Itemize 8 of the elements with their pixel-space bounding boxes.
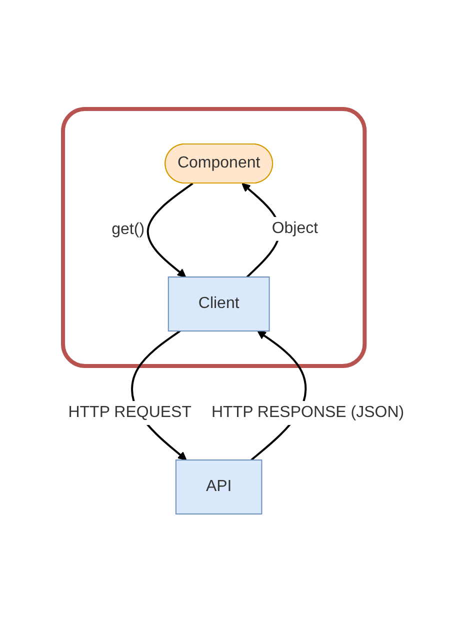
edge-label: HTTP REQUEST bbox=[68, 404, 192, 421]
cluster bbox=[61, 107, 368, 368]
node-box: API bbox=[176, 459, 263, 514]
edge-label: HTTP RESPONSE (JSON) bbox=[212, 404, 405, 421]
edge-label: Object bbox=[272, 220, 319, 237]
arrow bbox=[147, 182, 194, 278]
edge-label: get() bbox=[112, 220, 145, 238]
node-box: Client bbox=[168, 276, 270, 332]
